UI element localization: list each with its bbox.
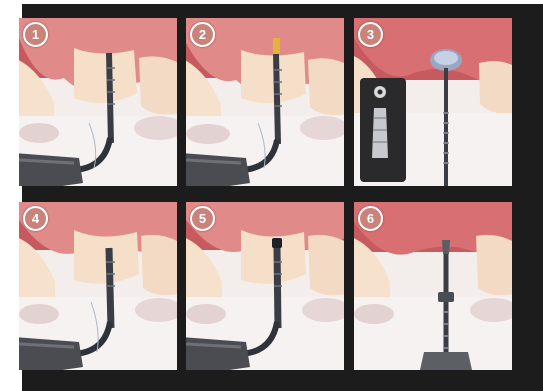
step-number-2: 2 [190, 22, 215, 47]
step-number-6: 6 [358, 206, 383, 231]
step-panel-4: 4 [19, 202, 177, 370]
step-number-1: 1 [23, 22, 48, 47]
step-number-5: 5 [190, 206, 215, 231]
step-panel-6: 6 [354, 202, 512, 370]
step-number-4: 4 [23, 206, 48, 231]
step-panel-5: 5 [186, 202, 344, 370]
step-number-3: 3 [358, 22, 383, 47]
step-panel-1: 1 [19, 18, 177, 186]
step-panel-3: 3 [354, 18, 512, 186]
step-panel-2: 2 [186, 18, 344, 186]
